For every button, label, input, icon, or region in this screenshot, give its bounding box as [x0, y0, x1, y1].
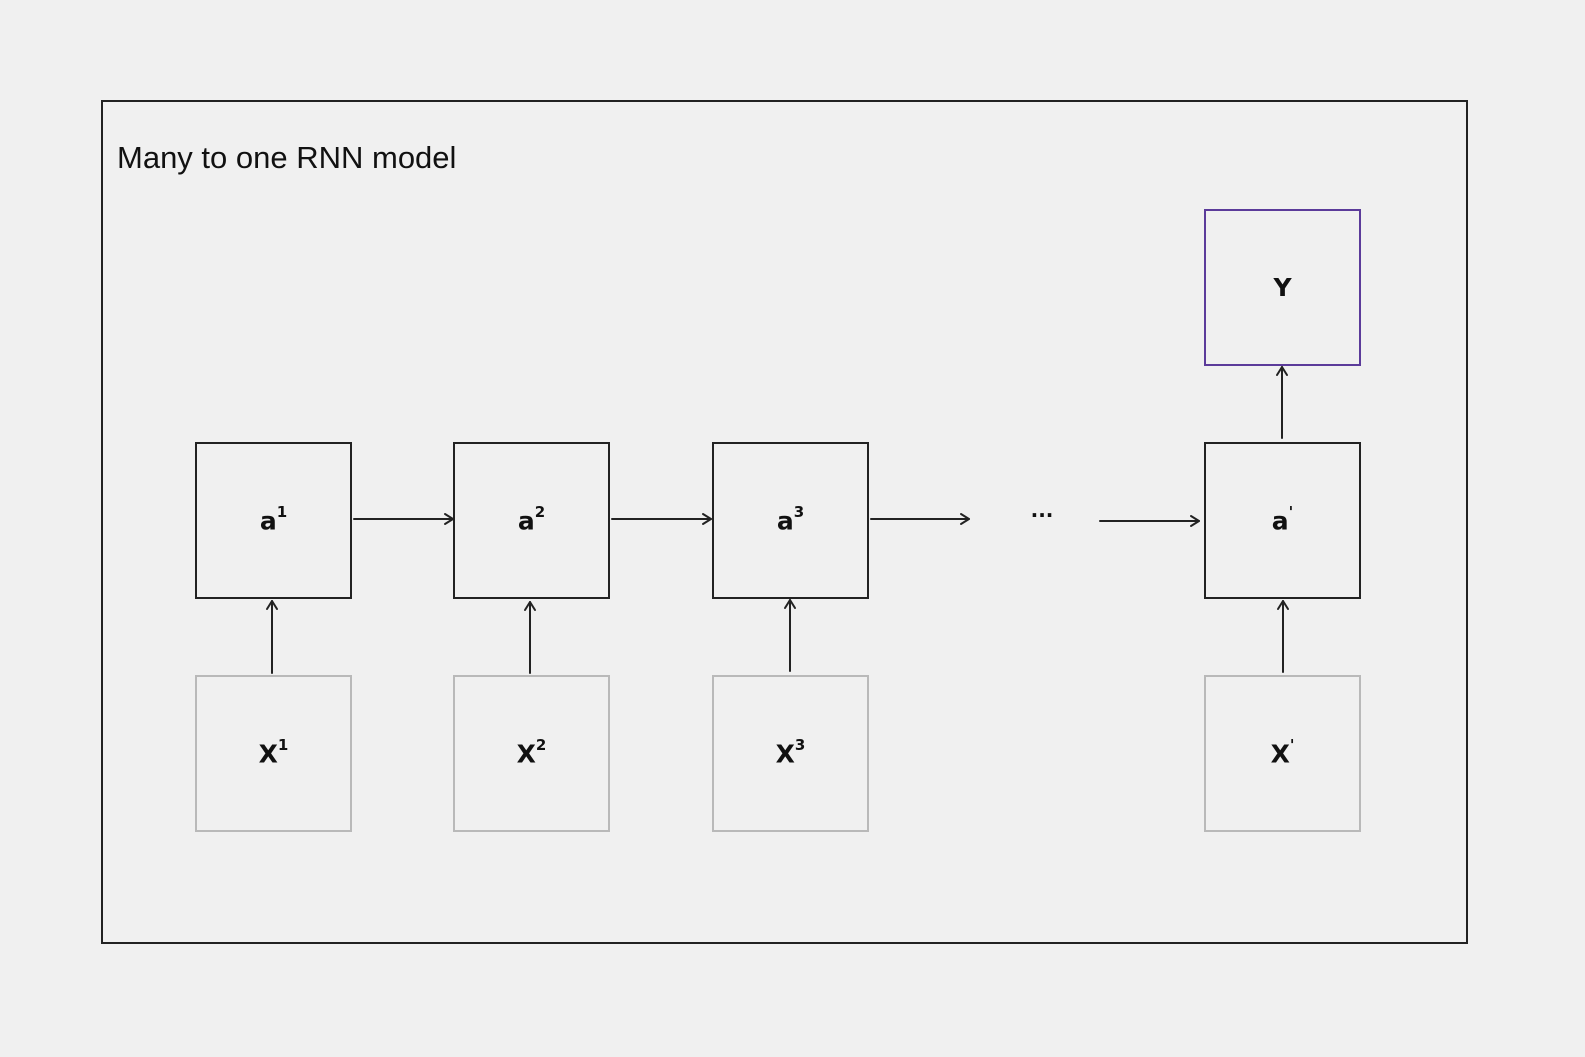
input-node-label: X1 [258, 735, 289, 769]
input-node-3: X3 [712, 675, 869, 832]
hidden-node-3: a3 [712, 442, 869, 599]
input-node-label: X2 [516, 735, 547, 769]
hidden-node-1: a1 [195, 442, 352, 599]
input-node-label: X3 [775, 735, 806, 769]
hidden-node-last: a' [1204, 442, 1361, 599]
diagram-title: Many to one RNN model [117, 140, 457, 175]
output-label: Y [1273, 273, 1292, 302]
sequence-ellipsis: ... [1030, 498, 1054, 522]
hidden-node-label: a' [1271, 502, 1294, 536]
input-node-2: X2 [453, 675, 610, 832]
output-node-y: Y [1204, 209, 1361, 366]
input-node-last: X' [1204, 675, 1361, 832]
hidden-node-label: a2 [517, 502, 546, 536]
diagram-frame [101, 100, 1468, 944]
hidden-node-2: a2 [453, 442, 610, 599]
input-node-label: X' [1270, 735, 1295, 769]
hidden-node-label: a3 [776, 502, 805, 536]
input-node-1: X1 [195, 675, 352, 832]
hidden-node-label: a1 [259, 502, 288, 536]
